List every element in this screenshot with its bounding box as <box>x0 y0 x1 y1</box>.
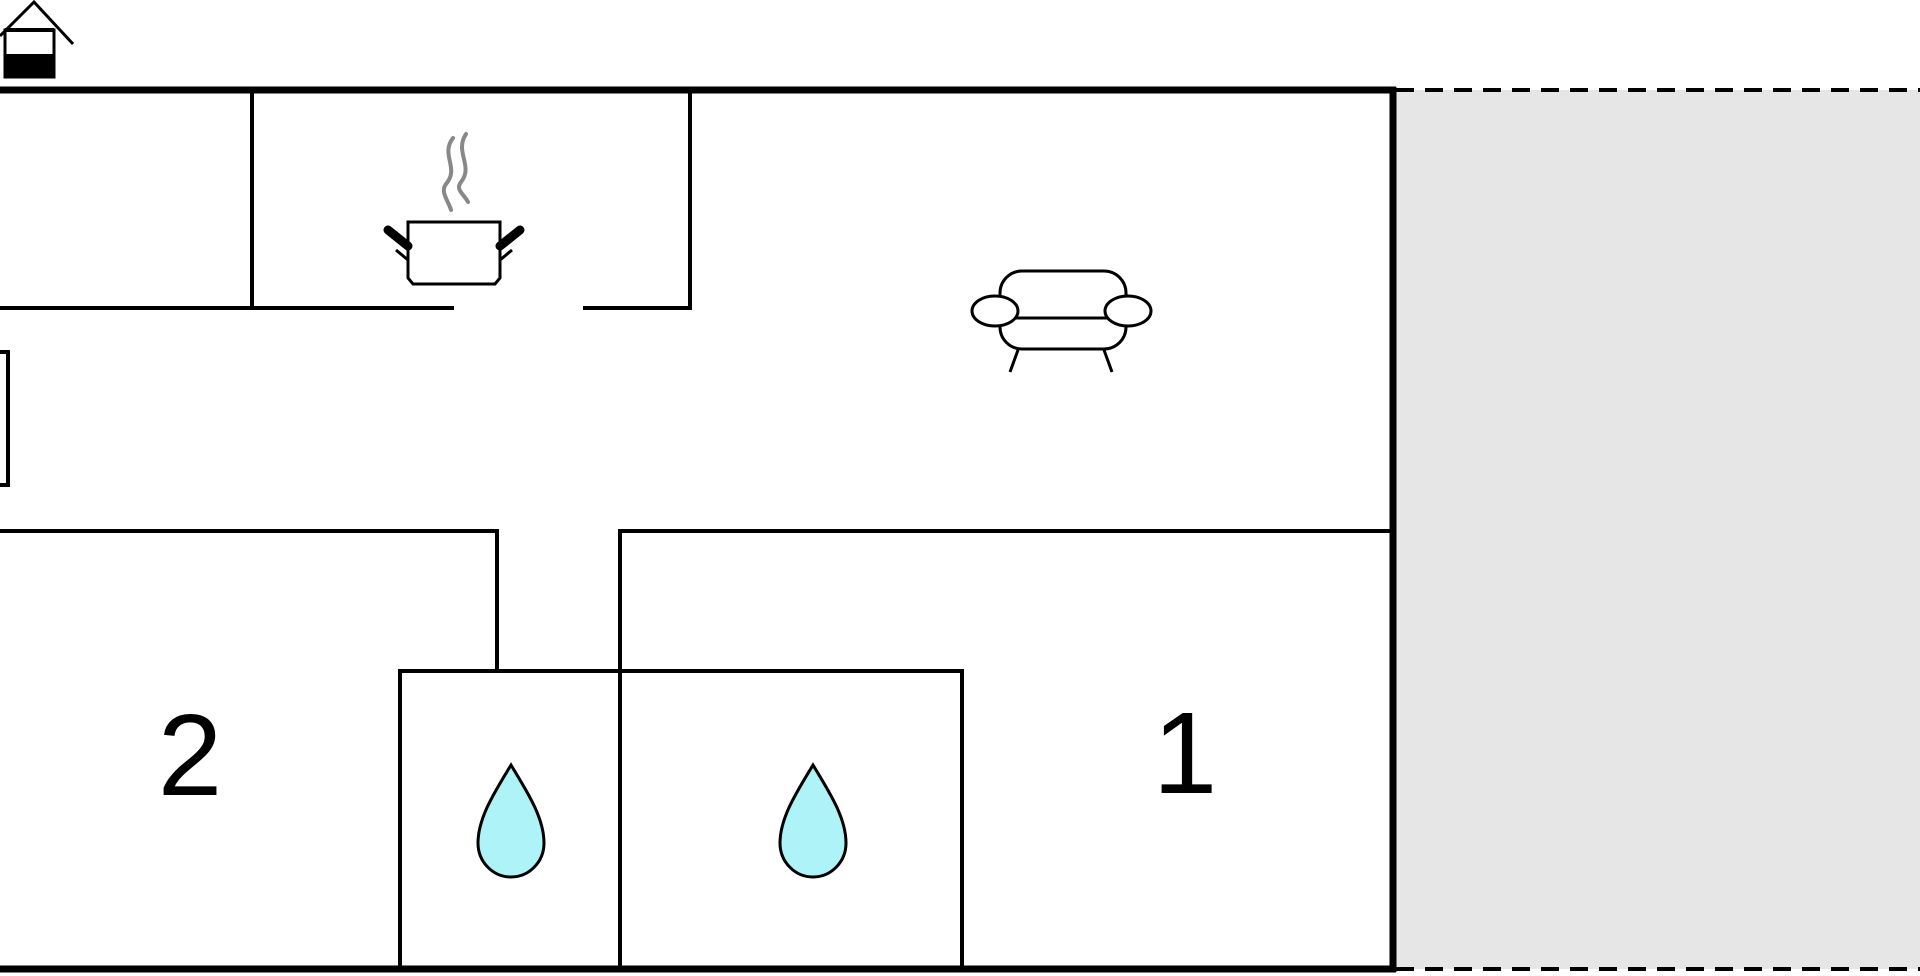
cooking-pot-icon <box>383 132 525 286</box>
terrace-area <box>1396 88 1920 971</box>
room-number-1: 1 <box>1153 688 1218 818</box>
interior-walls <box>0 90 1393 969</box>
room-number-2: 2 <box>158 690 223 820</box>
sofa-icon <box>970 269 1153 373</box>
water-drop-icon <box>778 762 848 879</box>
water-drop-icon <box>476 762 546 879</box>
house-entrance-icon <box>0 0 75 79</box>
